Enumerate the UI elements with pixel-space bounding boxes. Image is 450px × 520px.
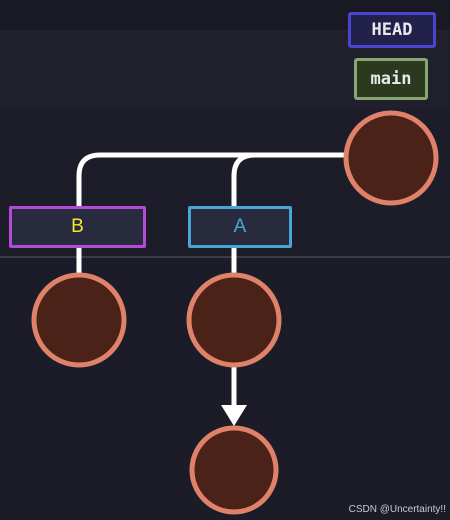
commit-main[interactable] bbox=[343, 110, 439, 206]
watermark: CSDN @Uncertainty!! bbox=[348, 504, 446, 515]
main-branch-label[interactable]: main bbox=[354, 58, 428, 100]
head-label-text: HEAD bbox=[371, 20, 413, 40]
branch-a-label-text: A bbox=[233, 216, 247, 237]
main-branch-label-text: main bbox=[370, 69, 412, 89]
branch-b-label-text: B bbox=[71, 216, 84, 237]
head-label[interactable]: HEAD bbox=[348, 12, 436, 48]
branch-a-label[interactable]: A bbox=[188, 206, 292, 248]
commit-b[interactable] bbox=[31, 272, 127, 368]
branch-b-label[interactable]: B bbox=[9, 206, 146, 248]
commit-a[interactable] bbox=[186, 272, 282, 368]
edge-main-to-b bbox=[76, 152, 348, 209]
divider-line bbox=[0, 256, 450, 258]
commit-child[interactable] bbox=[189, 425, 279, 515]
edge-main-to-a bbox=[231, 152, 348, 209]
arrowhead-icon bbox=[221, 405, 247, 426]
